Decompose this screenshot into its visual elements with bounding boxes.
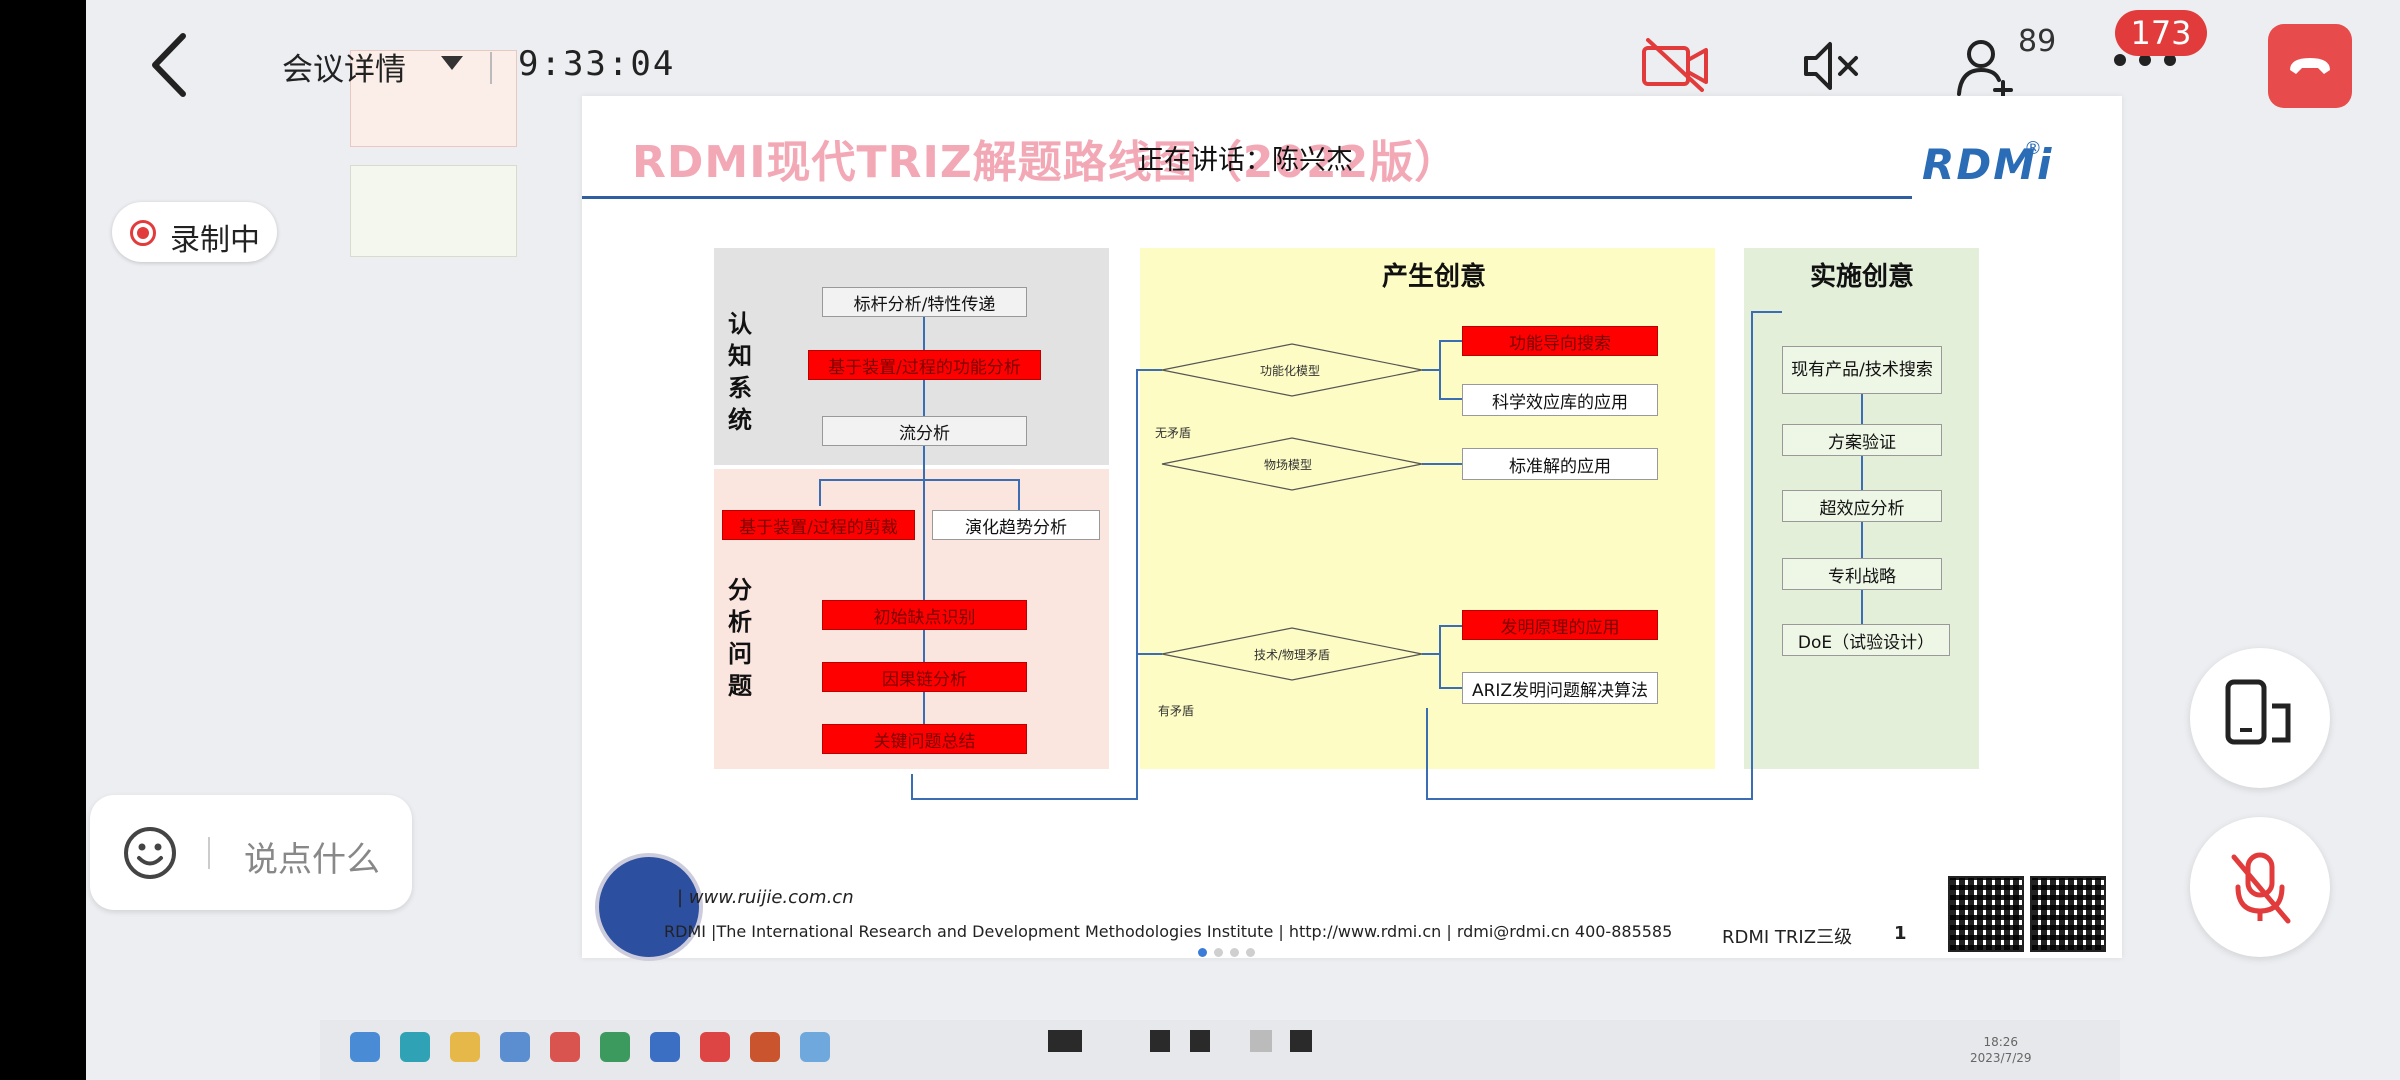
switch-view-button[interactable] — [2190, 648, 2330, 788]
slide-page-number: 1 — [1894, 923, 1907, 944]
box-evolution: 演化趋势分析 — [932, 510, 1100, 540]
panel-label-analyze: 分析问题 — [728, 576, 752, 700]
divider — [490, 52, 492, 84]
participants-count: 89 — [2018, 24, 2057, 59]
divider — [208, 837, 210, 869]
label-has-contradiction: 有矛盾 — [1158, 704, 1195, 718]
camera-off-icon[interactable] — [1640, 36, 1710, 92]
comment-placeholder[interactable]: 说点什么 — [244, 840, 380, 880]
title-rule — [582, 196, 1912, 199]
box-flow-analysis: 流分析 — [822, 416, 1027, 446]
recording-label: 录制中 — [170, 223, 260, 258]
hang-up-button[interactable] — [2268, 24, 2352, 108]
flow-connectors — [819, 311, 1863, 800]
redacted-block — [1048, 1030, 1082, 1052]
record-icon — [130, 220, 156, 246]
rdmi-logo: RDMi — [1922, 140, 2054, 189]
participants-icon[interactable] — [1955, 36, 2019, 100]
app-icon — [500, 1032, 530, 1062]
box-root-cause: 初始缺点识别 — [822, 600, 1027, 630]
edge-icon — [400, 1032, 430, 1062]
diamond-functional-model: 功能化模型 — [1260, 364, 1321, 378]
slide-title: RDMI现代TRIZ解题路线图（2022版） — [632, 137, 1460, 188]
footer-url: | www.ruijie.com.cn — [677, 887, 854, 908]
box-super-effect: 超效应分析 — [1782, 490, 1942, 522]
slide-thumbnail — [350, 165, 517, 257]
label-no-contradiction: 无矛盾 — [1155, 426, 1192, 440]
box-key-problem: 关键问题总结 — [822, 724, 1027, 754]
meeting-details-title[interactable]: 会议详情 — [282, 52, 406, 88]
registered-mark: ® — [2024, 138, 2042, 159]
footer-institute: RDMI |The International Research and Dev… — [664, 922, 1673, 941]
app-icon — [550, 1032, 580, 1062]
slide-pager[interactable] — [1198, 945, 1278, 959]
box-verification: 方案验证 — [1782, 424, 1942, 456]
screen-edge — [0, 0, 86, 1080]
windows-start-icon — [350, 1032, 380, 1062]
box-patent-strategy: 专利战略 — [1782, 558, 1942, 590]
box-causal-chain: 因果链分析 — [822, 662, 1027, 692]
panel-heading-generate: 产生创意 — [1382, 262, 1487, 292]
panel-heading-implement: 实施创意 — [1810, 262, 1915, 292]
box-product-search: 现有产品/技术搜索 — [1782, 346, 1942, 394]
panel-label-recognize: 认知系统 — [728, 310, 752, 434]
shared-slide: RDMI现代TRIZ解题路线图（2022版） 正在讲话：陈兴杰 RDMi ® — [582, 96, 2122, 961]
recording-indicator[interactable]: 录制中 — [112, 202, 277, 262]
box-function-analysis: 基于装置/过程的功能分析 — [808, 350, 1041, 380]
taskbar-clock: 18:26 2023/7/29 — [1970, 1034, 2032, 1066]
meeting-duration: 9:33:04 — [518, 44, 676, 84]
page-dot[interactable] — [1246, 948, 1255, 957]
redacted-block — [1250, 1030, 1272, 1052]
shared-desktop-taskbar — [320, 1020, 2120, 1080]
powerpoint-icon — [750, 1032, 780, 1062]
comment-input-box[interactable]: 说点什么 — [90, 795, 412, 910]
box-function-search: 功能导向搜索 — [1462, 326, 1658, 356]
app-icon — [700, 1032, 730, 1062]
institute-emblem — [595, 853, 703, 961]
box-science-effects: 科学效应库的应用 — [1462, 384, 1658, 416]
active-speaker-label: 正在讲话：陈兴杰 — [1137, 145, 1353, 176]
box-standard-solutions: 标准解的应用 — [1462, 448, 1658, 480]
box-ariz: ARIZ发明问题解决算法 — [1462, 672, 1658, 704]
word-icon — [650, 1032, 680, 1062]
mic-off-icon — [2231, 852, 2291, 924]
phone-switch-icon — [2225, 679, 2291, 745]
box-inventive-principles: 发明原理的应用 — [1462, 610, 1658, 640]
hang-up-icon — [2290, 58, 2330, 74]
box-doe: DoE（试验设计） — [1782, 624, 1950, 656]
redacted-block — [1290, 1030, 1312, 1052]
taskbar-time: 18:26 — [1983, 1035, 2019, 1049]
box-trim: 基于装置/过程的剪裁 — [722, 510, 915, 540]
box-benchmark: 标杆分析/特性传递 — [822, 287, 1027, 317]
dropdown-arrow-icon[interactable] — [441, 56, 463, 70]
page-dot-active[interactable] — [1198, 948, 1207, 957]
slide-thumbnail — [350, 50, 517, 147]
taskbar-date: 2023/7/29 — [1970, 1051, 2032, 1065]
page-dot[interactable] — [1230, 948, 1239, 957]
excel-icon — [600, 1032, 630, 1062]
folder-icon — [450, 1032, 480, 1062]
more-icon[interactable] — [2110, 50, 2180, 70]
notification-badge: 173 — [2115, 10, 2207, 56]
redacted-block — [1190, 1030, 1210, 1052]
qr-code — [1948, 876, 2024, 952]
cloud-icon — [800, 1032, 830, 1062]
diamond-substance-field: 物场模型 — [1264, 458, 1313, 472]
redacted-block — [1150, 1030, 1170, 1052]
footer-level: RDMI TRIZ三级 — [1722, 927, 1853, 948]
speaker-mute-icon[interactable] — [1800, 38, 1864, 94]
page-dot[interactable] — [1214, 948, 1223, 957]
emoji-icon[interactable] — [122, 825, 178, 881]
back-arrow-icon[interactable] — [145, 30, 195, 100]
microphone-mute-button[interactable] — [2190, 817, 2330, 957]
qr-code — [2030, 876, 2106, 952]
diamond-contradiction: 技术/物理矛盾 — [1254, 648, 1331, 662]
